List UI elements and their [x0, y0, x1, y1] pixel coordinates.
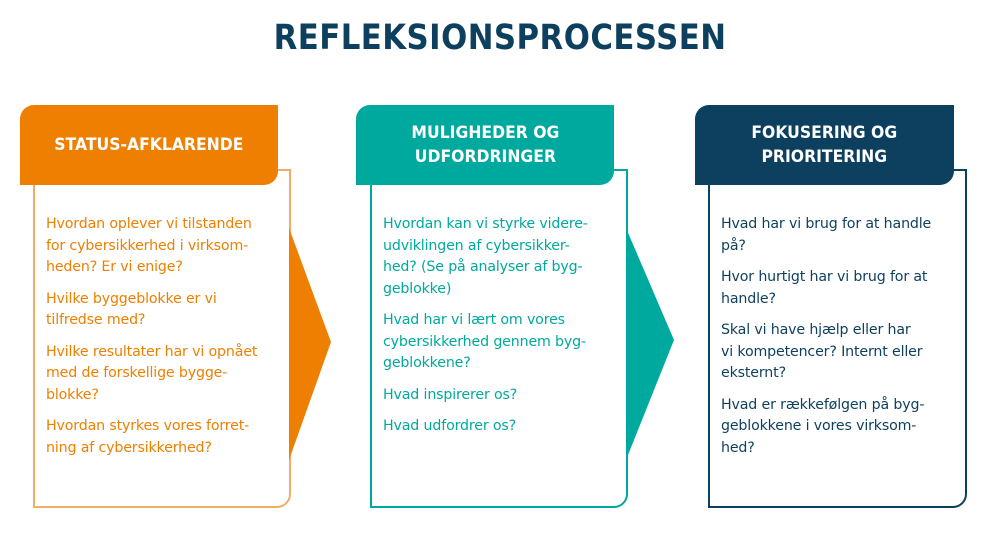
page-title: REFLEKSIONSPROCESSEN [273, 18, 727, 58]
arrow-right-icon [626, 228, 674, 460]
question-item: Hvordan kan vi styrke videre- udviklinge… [383, 216, 588, 297]
question-item: Hvordan styrkes vores forret- ning af cy… [46, 418, 250, 456]
question-item: Hvad udfordrer os? [383, 418, 517, 434]
stage-3-question-list: Hvad har vi brug for at handle på? Hvor … [721, 214, 961, 469]
stage-2-header-label: MULIGHEDER OG UDFORDRINGER [411, 123, 559, 167]
question-item: Skal vi have hjælp eller har vi kompeten… [721, 322, 923, 381]
arrow-right-icon [289, 228, 331, 460]
stage-2-header: MULIGHEDER OG UDFORDRINGER [356, 105, 614, 185]
question-item: Hvilke byggeblokke er vi tilfredse med? [46, 290, 217, 329]
question-item: Hvad er rækkefølgen på byg- geblokkene i… [721, 396, 925, 456]
question-item: Hvad har vi lært om vores cybersikkerhed… [383, 312, 586, 371]
arrow-1-shape [289, 228, 331, 460]
question-item: Hvad inspirerer os? [383, 386, 518, 403]
stage-3-header: FOKUSERING OG PRIORITERING [695, 105, 954, 185]
stage-1-header-label: STATUS-AFKLARENDE [54, 135, 244, 155]
stage-1-box [33, 169, 291, 508]
stage-1-question-list: Hvordan oplever vi tilstanden for cybers… [46, 214, 286, 469]
question-item: Hvad har vi brug for at handle på? [721, 216, 932, 254]
question-item: Hvor hurtigt har vi brug for at handle? [721, 269, 928, 307]
stage-3-box [708, 169, 967, 508]
question-item: Hvilke resultater har vi opnået med de f… [46, 343, 258, 403]
question-item: Hvordan oplever vi tilstanden for cybers… [46, 216, 252, 275]
stage-1-header: STATUS-AFKLARENDE [20, 105, 278, 185]
arrow-2-shape [626, 228, 674, 460]
stage-3-header-label: FOKUSERING OG PRIORITERING [751, 123, 898, 167]
stage-2-question-list: Hvordan kan vi styrke videre- udviklinge… [383, 214, 623, 448]
